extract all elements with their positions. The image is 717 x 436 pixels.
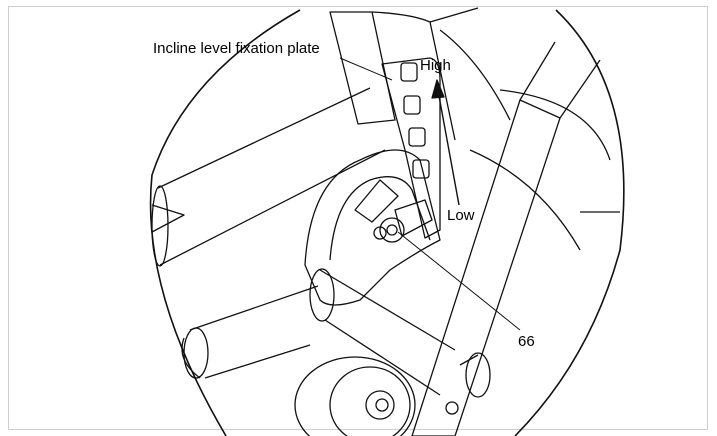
detail-circle-outline [149, 9, 301, 436]
lower-tube [319, 269, 456, 396]
left-tube-end [151, 185, 169, 267]
diagonal-strut [411, 99, 561, 436]
fixation-plate [381, 57, 441, 239]
lower-left-bar [189, 285, 319, 379]
detail-circle-outline-right [514, 9, 625, 436]
arrow-up-icon [431, 79, 445, 99]
leader-line-66 [397, 231, 521, 331]
left-tube [157, 87, 386, 266]
label-part-66: 66 [518, 333, 535, 350]
label-incline-plate: Incline level fixation plate [153, 40, 320, 57]
label-low: Low [447, 207, 475, 224]
label-high: High [420, 57, 451, 74]
upper-frame-tube [329, 11, 396, 125]
roller-wheel [294, 356, 416, 436]
pivot-housing [304, 149, 441, 306]
diagram-frame [8, 6, 708, 430]
leader-line-plate [339, 57, 393, 81]
